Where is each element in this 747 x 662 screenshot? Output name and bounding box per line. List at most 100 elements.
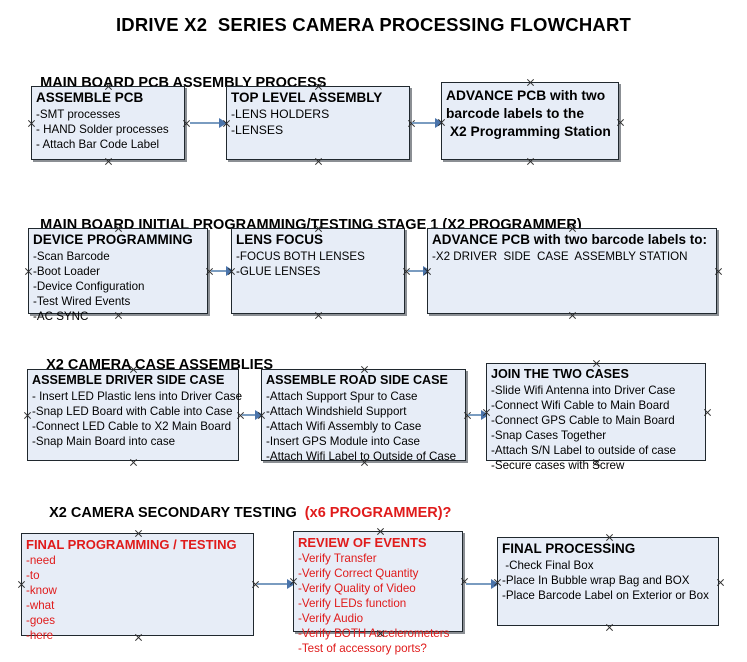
box-title: DEVICE PROGRAMMING [33, 232, 193, 247]
connection-handle-left[interactable] [17, 580, 26, 589]
connection-handle-bottom[interactable] [314, 157, 323, 166]
box-line: -goes [26, 614, 56, 628]
box-line: -Connect GPS Cable to Main Board [491, 413, 675, 427]
box-line: -Place Barcode Label on Exterior or Box [502, 588, 709, 602]
connector-arrowhead [435, 118, 443, 128]
box-line: -know [26, 584, 57, 598]
box-line: -need [26, 554, 56, 568]
box-line: -Insert GPS Module into Case [266, 434, 421, 448]
box-line: -here [26, 629, 54, 643]
box-line: -Verify Audio [298, 612, 364, 626]
box-line: -GLUE LENSES [236, 264, 321, 278]
box-line: -Attach Wifi Label to Outside of Case [266, 449, 457, 463]
connector-device-programming-to-lens-focus [211, 270, 231, 272]
connector-assemble-pcb-to-top-level-assembly [190, 122, 224, 124]
connection-handle-right[interactable] [616, 118, 625, 127]
connector-road-side-to-join-cases [468, 414, 486, 416]
box-title: ADVANCE PCB with two barcode labels to: [432, 232, 708, 247]
box-line: -SMT processes [36, 107, 121, 121]
box-advance-pcb-to-x2-programming-station[interactable]: ADVANCE PCB with two barcode labels to t… [441, 82, 619, 160]
box-line-overflow: -Test of accessory ports? [298, 642, 427, 656]
box-line: -Connect Wifi Cable to Main Board [491, 398, 670, 412]
connection-handle-left[interactable] [23, 411, 32, 420]
box-final-programming-testing[interactable]: FINAL PROGRAMMING / TESTING -need -to -k… [21, 533, 254, 642]
connector-driver-side-to-road-side [242, 414, 260, 416]
box-title: TOP LEVEL ASSEMBLY [231, 90, 383, 105]
box-line: -Verify Transfer [298, 552, 377, 566]
connection-handle-left[interactable] [24, 267, 33, 276]
box-title: ASSEMBLE PCB [36, 90, 144, 105]
box-lens-focus[interactable]: LENS FOCUS -FOCUS BOTH LENSES -GLUE LENS… [231, 228, 405, 314]
connection-handle-top[interactable] [526, 78, 535, 87]
box-line: -Check Final Box [502, 558, 594, 572]
connection-handle-bottom[interactable] [605, 623, 614, 632]
box-assemble-pcb[interactable]: ASSEMBLE PCB -SMT processes - HAND Solde… [31, 86, 185, 160]
box-line: - HAND Solder processes [36, 122, 169, 136]
box-line: - Insert LED Plastic lens into Driver Ca… [32, 389, 243, 403]
box-line: -Place In Bubble wrap Bag and BOX [502, 573, 690, 587]
box-review-of-events[interactable]: REVIEW OF EVENTS -Verify Transfer -Verif… [293, 531, 463, 655]
connector-arrowhead [219, 118, 227, 128]
box-line: -Slide Wifi Antenna into Driver Case [491, 383, 676, 397]
box-line: -Verify Correct Quantity [298, 567, 419, 581]
box-title: JOIN THE TWO CASES [491, 367, 629, 381]
box-line: -to [26, 569, 40, 583]
box-line: -Attach Support Spur to Case [266, 389, 418, 403]
section-heading-accent: (x6 PROGRAMMER)? [304, 505, 452, 521]
box-device-programming[interactable]: DEVICE PROGRAMMING -Scan Barcode -Boot L… [28, 228, 208, 323]
box-line: -Verify BOTH Accelerometers [298, 627, 450, 641]
connection-handle-bottom[interactable] [526, 157, 535, 166]
connection-handle-bottom[interactable] [104, 157, 113, 166]
box-line: -Snap Main Board into case [32, 434, 176, 448]
box-line: X2 Programming Station [446, 124, 611, 140]
box-line: -Boot Loader [33, 264, 101, 278]
box-title: LENS FOCUS [236, 232, 324, 247]
box-final-processing[interactable]: FINAL PROCESSING -Check Final Box -Place… [497, 537, 719, 626]
box-line: -Test Wired Events [33, 294, 131, 308]
connection-handle-bottom[interactable] [568, 311, 577, 320]
connection-handle-left[interactable] [27, 119, 36, 128]
connection-handle-right[interactable] [716, 578, 725, 587]
box-top-level-assembly[interactable]: TOP LEVEL ASSEMBLY -LENS HOLDERS -LENSES [226, 86, 410, 160]
connector-review-of-events-to-final-processing [466, 583, 496, 585]
connector-arrowhead [481, 410, 489, 420]
section-heading-x2-camera-secondary-testing: X2 CAMERA SECONDARY TESTING (x6 PROGRAMM… [33, 489, 451, 537]
connector-arrowhead [491, 579, 499, 589]
box-line: -Attach Windshield Support [266, 404, 407, 418]
connector-arrowhead [255, 410, 263, 420]
box-line: -Verify Quality of Video [298, 582, 416, 596]
box-title: ADVANCE PCB with two [446, 88, 606, 103]
box-title: ASSEMBLE DRIVER SIDE CASE [32, 373, 225, 387]
box-join-the-two-cases[interactable]: JOIN THE TWO CASES -Slide Wifi Antenna i… [486, 363, 706, 472]
connection-handle-bottom[interactable] [129, 458, 138, 467]
box-title: ASSEMBLE ROAD SIDE CASE [266, 373, 448, 387]
box-line: -AC SYNC [33, 309, 89, 323]
box-line: -Device Configuration [33, 279, 145, 293]
box-line: -Attach Wifi Assembly to Case [266, 419, 422, 433]
connection-handle-right[interactable] [714, 267, 723, 276]
box-line: - Attach Bar Code Label [36, 137, 160, 151]
box-line: -what [26, 599, 55, 613]
box-assemble-driver-side-case[interactable]: ASSEMBLE DRIVER SIDE CASE - Insert LED P… [27, 369, 243, 461]
box-line: -LENSES [231, 122, 284, 137]
box-line: -Secure cases with Screw [491, 458, 625, 472]
box-assemble-road-side-case[interactable]: ASSEMBLE ROAD SIDE CASE -Attach Support … [261, 369, 466, 463]
box-line: -Verify LEDs function [298, 597, 407, 611]
box-line: -Scan Barcode [33, 249, 110, 263]
box-advance-pcb-to-driver-side-case-assembly[interactable]: ADVANCE PCB with two barcode labels to: … [427, 228, 717, 314]
box-title: FINAL PROGRAMMING / TESTING [26, 537, 237, 552]
connection-handle-bottom[interactable] [314, 311, 323, 320]
box-line: -Attach S/N Label to outside of case [491, 443, 676, 457]
box-line: -Snap Cases Together [491, 428, 607, 442]
box-line: -Connect LED Cable to X2 Main Board [32, 419, 232, 433]
connector-lens-focus-to-advance-pcb [408, 270, 428, 272]
box-line: -LENS HOLDERS [231, 106, 330, 121]
box-line: -X2 DRIVER SIDE CASE ASSEMBLY STATION [432, 249, 688, 263]
box-line: -FOCUS BOTH LENSES [236, 249, 365, 263]
connection-handle-right[interactable] [703, 408, 712, 417]
box-title: FINAL PROCESSING [502, 541, 636, 556]
box-title: REVIEW OF EVENTS [298, 535, 427, 550]
page-title: IDRIVE X2 SERIES CAMERA PROCESSING FLOWC… [115, 14, 632, 35]
connector-top-level-assembly-to-advance-pcb [412, 122, 440, 124]
